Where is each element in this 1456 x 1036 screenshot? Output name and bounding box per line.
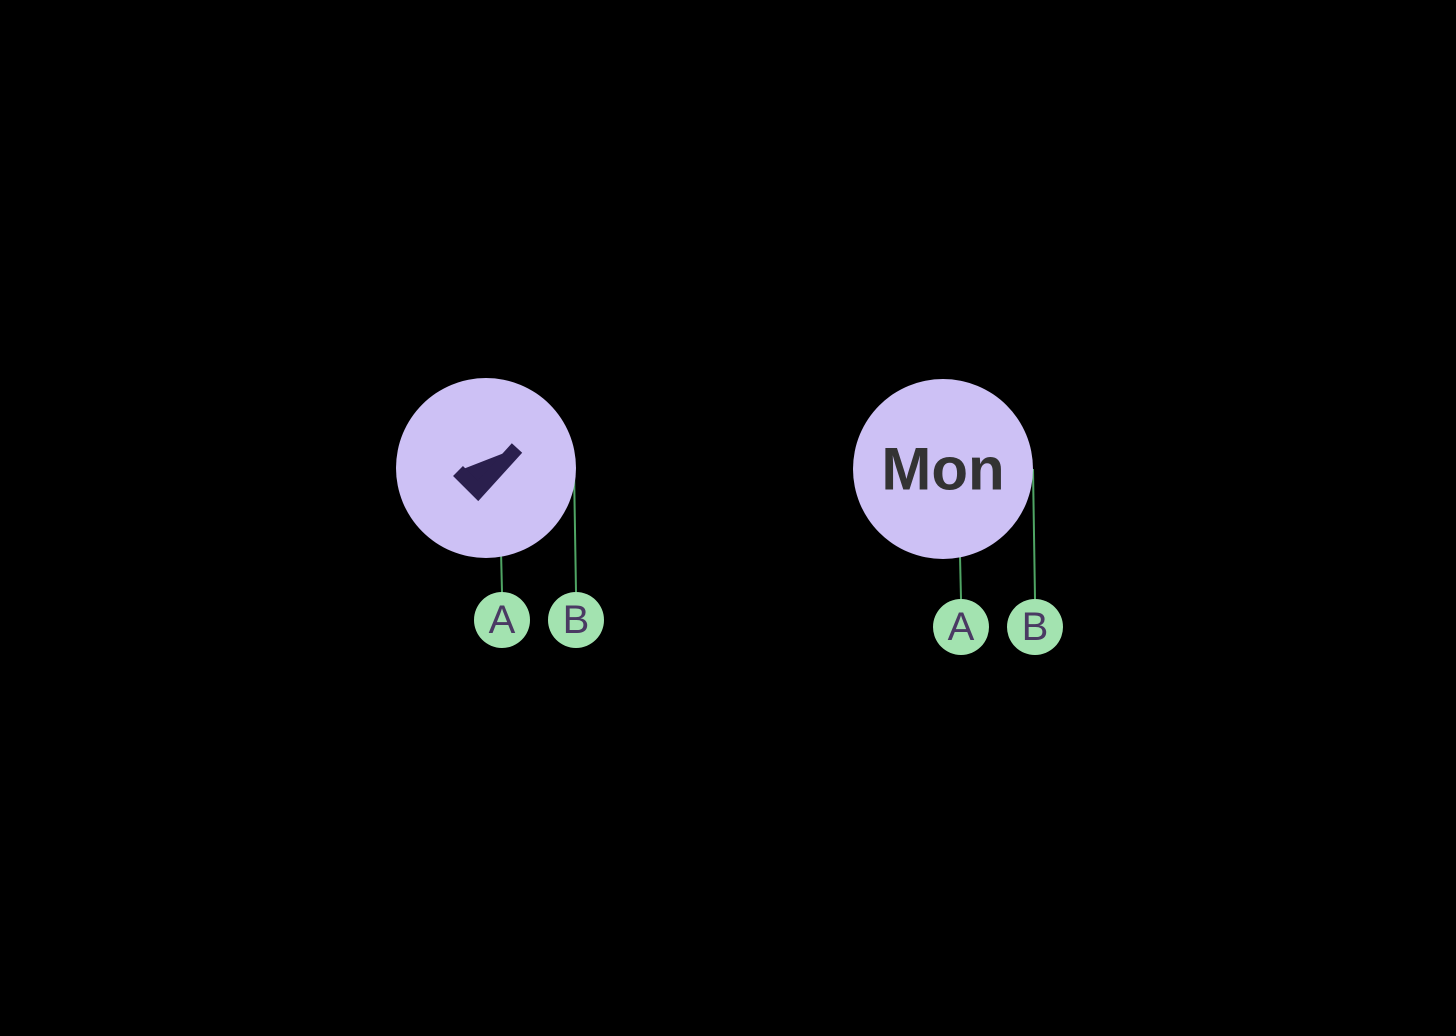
child-node-b-label: B: [563, 598, 590, 642]
child-node-a-label: A: [489, 598, 516, 642]
edge-parent-to-child-b: [573, 467, 577, 593]
child-node-b[interactable]: [1007, 599, 1063, 655]
node-group-left: A B: [396, 378, 604, 648]
parent-node-mon[interactable]: [853, 379, 1033, 559]
child-node-a[interactable]: [933, 599, 989, 655]
edge-parent-to-child-b: [1032, 468, 1036, 600]
child-node-b-label: B: [1022, 605, 1049, 649]
parent-node-mon-label: Mon: [881, 436, 1004, 503]
checkmark-icon: [453, 443, 523, 502]
child-node-a-label: A: [948, 605, 975, 649]
child-node-b[interactable]: [548, 592, 604, 648]
child-node-a[interactable]: [474, 592, 530, 648]
node-group-right: Mon A B: [853, 379, 1063, 655]
